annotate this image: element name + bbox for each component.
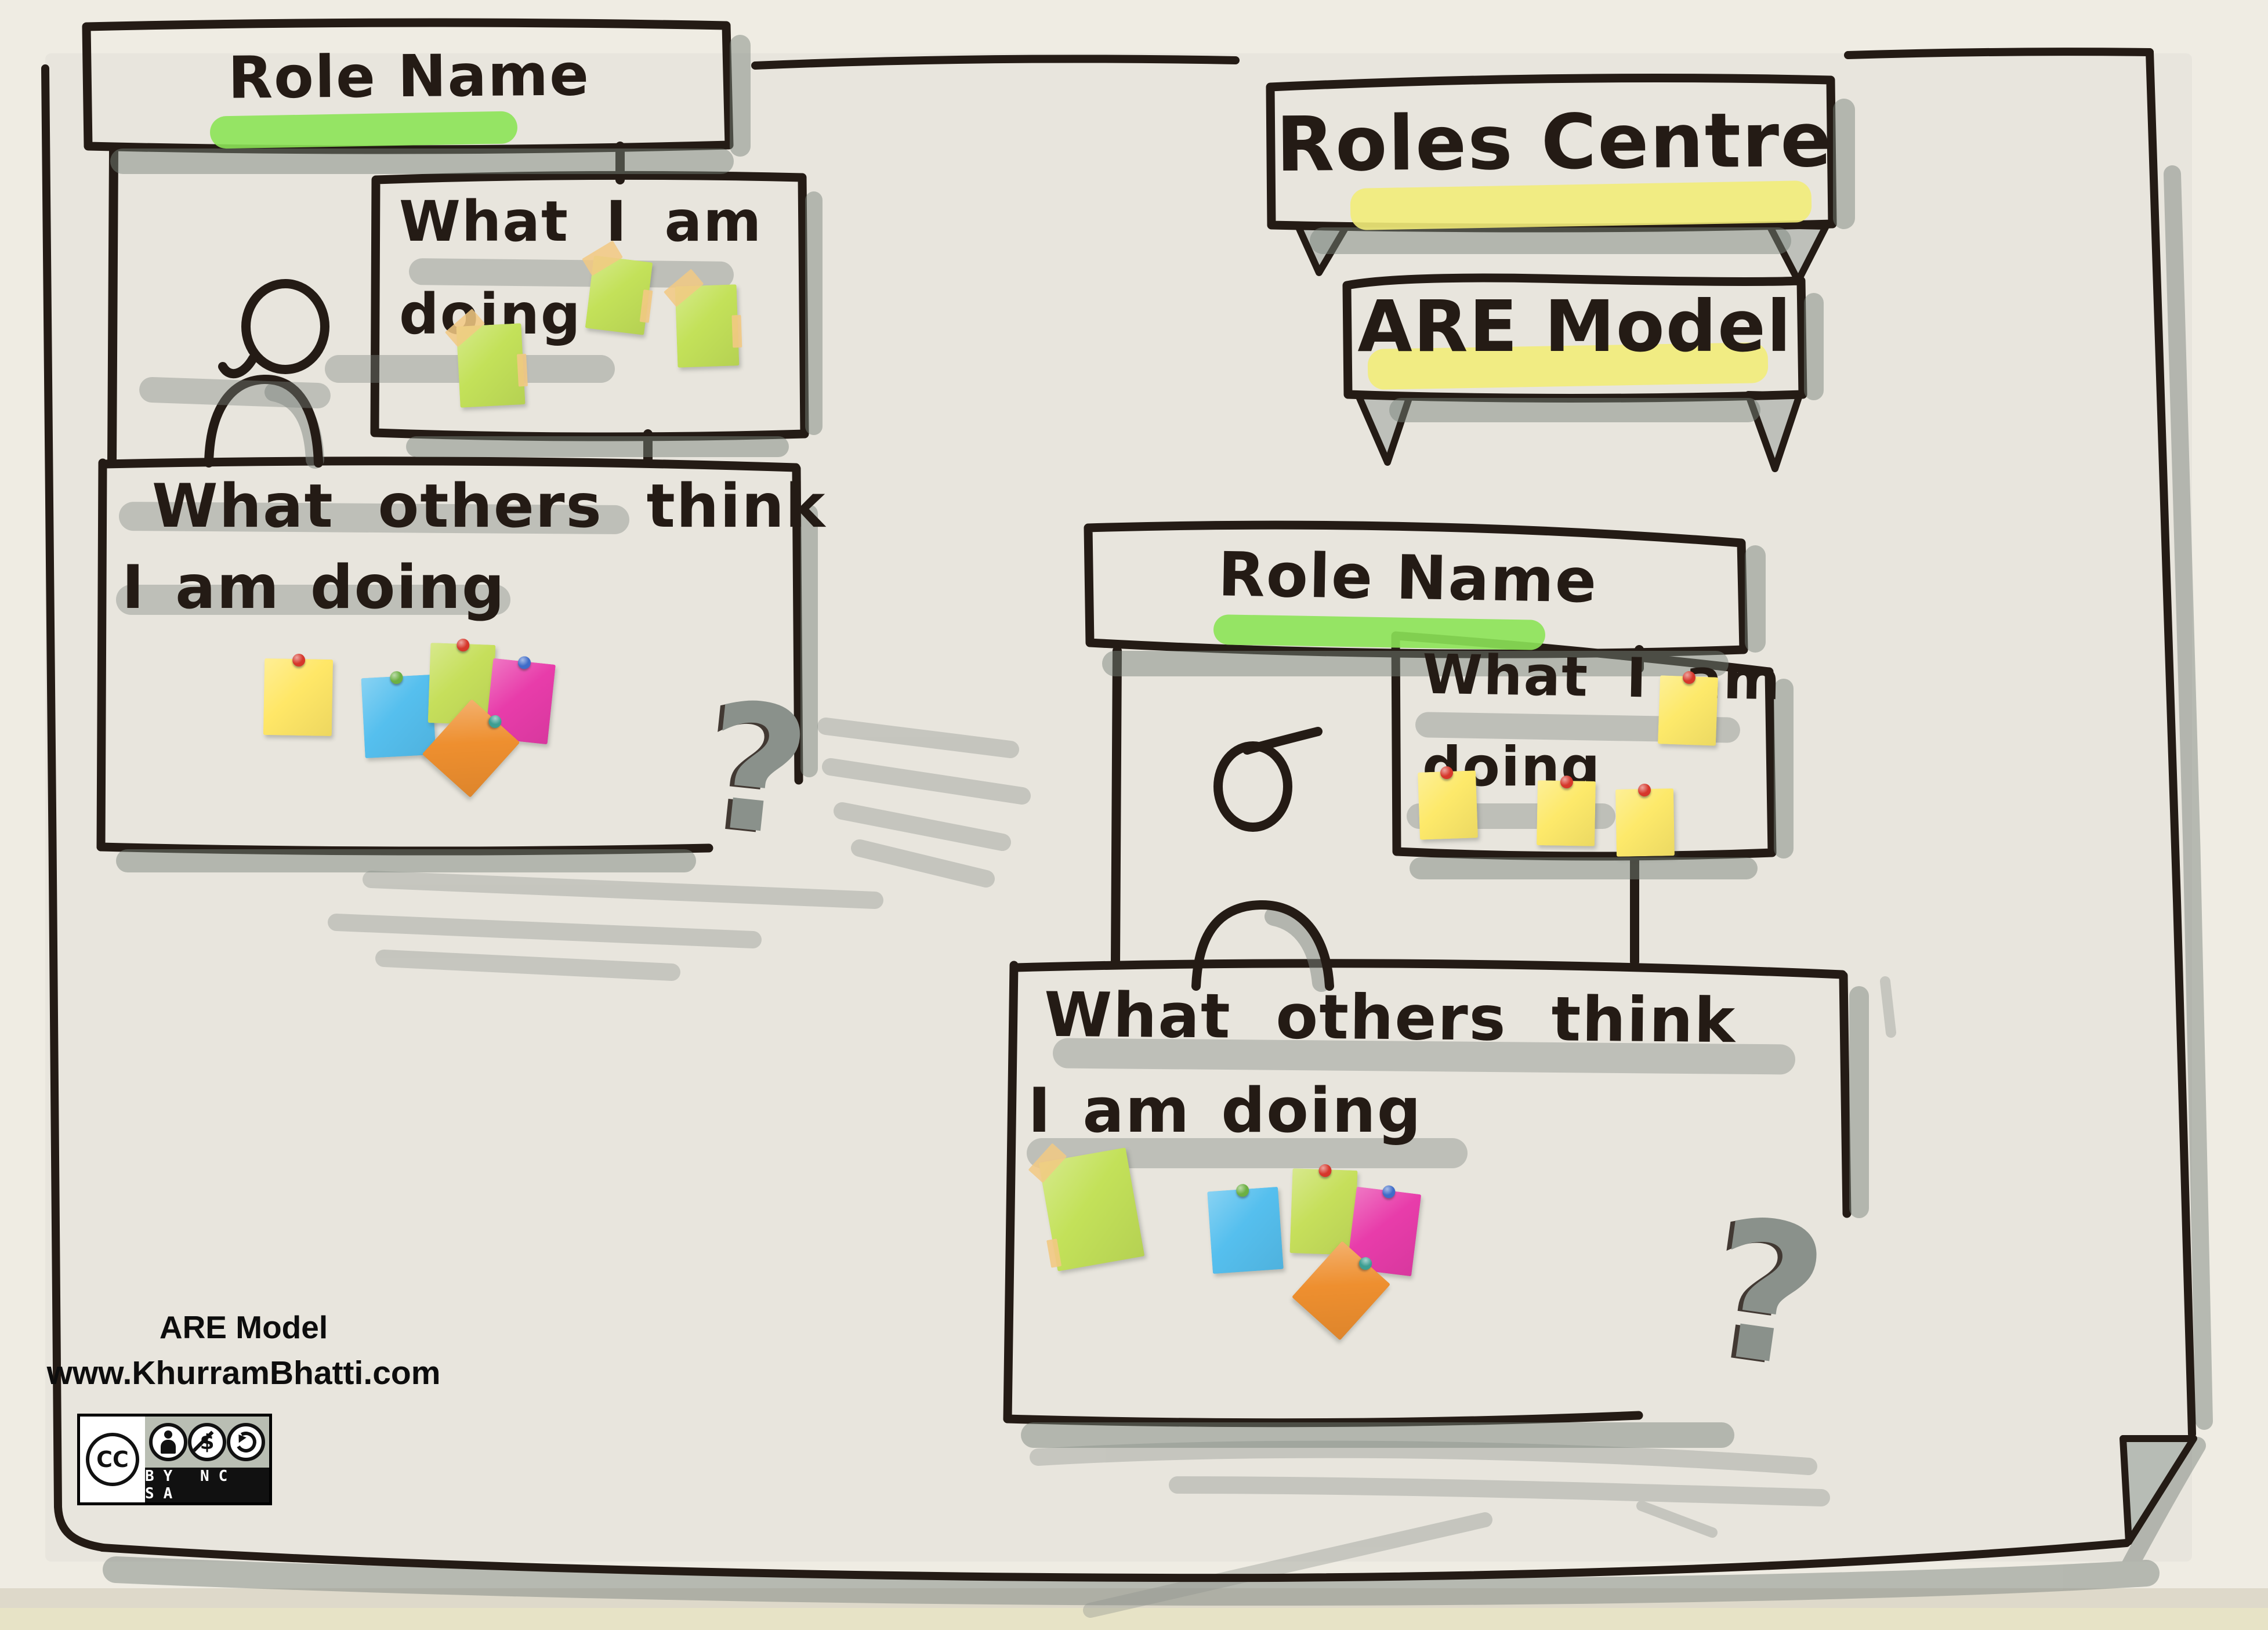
push-pin-icon (1637, 783, 1651, 797)
sticky-note (1537, 775, 1596, 846)
left-person-icon (204, 279, 329, 469)
shadow-band (406, 436, 789, 457)
shadow-band (1102, 651, 1729, 676)
left-role-name-box-outline (82, 18, 734, 154)
cc-license-badge: CC $ BY NC SA (77, 1414, 272, 1505)
shadow-band (110, 148, 734, 174)
left-what-others-box-bottom (96, 842, 713, 856)
box-outlines (82, 18, 1852, 1428)
left-what-others-title-line2: I am doing (122, 553, 506, 622)
push-pin-icon (456, 638, 470, 652)
sticky-note (1657, 671, 1719, 746)
push-pin-icon (1682, 671, 1696, 684)
sticky-note (582, 240, 653, 335)
cc-license-terms: BY NC SA (145, 1468, 269, 1502)
left-what-others-title-line1: What others think (152, 472, 827, 541)
non-commercial-icon: $ (187, 1423, 226, 1461)
are-model-box-outline (1342, 273, 1807, 403)
shadow-band (1310, 227, 1791, 254)
right-role-name-label: Role Name (1217, 539, 1599, 617)
question-mark: ? (696, 664, 818, 876)
shadow-band (1021, 1422, 1734, 1448)
push-pin-icon (1318, 1164, 1332, 1178)
attribution-person-icon (148, 1423, 187, 1461)
shadow-band (1389, 398, 1760, 422)
marker-scribbles (328, 718, 1896, 1618)
left-what-doing-title-line1: What I am (399, 189, 763, 254)
push-pin-icon (1560, 775, 1574, 789)
page-fold-corner-icon (2120, 1435, 2197, 1545)
cc-icon: CC (86, 1433, 139, 1486)
shadow-band (805, 191, 823, 435)
left-what-others-box-left (96, 458, 107, 852)
push-pin-icon (1440, 766, 1454, 780)
cc-logo-section: CC (80, 1417, 145, 1502)
text-shadow (116, 585, 510, 615)
push-pin-icon (389, 671, 404, 684)
green-highlight (209, 111, 518, 149)
tape-icon (731, 315, 742, 348)
right-what-others-box-bottom (1003, 1411, 1643, 1428)
shadow-band (730, 35, 751, 157)
connector-lines (107, 142, 1644, 968)
cc-license-icons: $ (145, 1417, 269, 1468)
page-border (41, 48, 2196, 1582)
left-what-doing-box-outline (370, 171, 809, 441)
right-what-others-box-top (1012, 959, 1847, 979)
sticky-note (664, 269, 742, 368)
are-model-banner-label: ARE Model (1357, 285, 1792, 368)
shadow-band (1849, 986, 1869, 1218)
sticky-note (361, 671, 436, 759)
footer-title: ARE Model (159, 1309, 328, 1345)
footer-website: www.KhurramBhatti.com (46, 1354, 441, 1392)
shadow-band (1410, 857, 1758, 879)
shadow-band (800, 505, 818, 777)
sticky-note (263, 653, 334, 737)
right-what-others-title-line2: I am doing (1028, 1075, 1422, 1146)
sticky-note (445, 309, 528, 408)
right-what-others-title-line1: What others think (1044, 979, 1737, 1057)
share-alike-icon (227, 1423, 266, 1461)
right-what-others-box-right (1839, 971, 1852, 1218)
shadow-band (116, 849, 696, 872)
roles-centre-banner-label: Roles Centre (1276, 95, 1833, 189)
push-pin-icon (292, 653, 306, 667)
page-shadow (103, 165, 2213, 1606)
sticky-note (1418, 766, 1478, 840)
sticky-note (1028, 1143, 1145, 1272)
push-pin-icon (1236, 1183, 1249, 1197)
right-what-others-box-left (1003, 961, 1019, 1423)
tape-icon (517, 353, 528, 387)
sticky-note (1289, 1164, 1358, 1255)
left-what-others-box-right (792, 464, 803, 785)
shadow-band (1745, 545, 1766, 653)
sticky-note (1615, 783, 1675, 857)
shadow-band (1804, 293, 1824, 400)
right-what-doing-title-line1: What I am (1422, 643, 1782, 713)
right-person-icon (1191, 727, 1334, 992)
table-surface-edge (0, 1608, 2268, 1630)
sticky-note (1207, 1183, 1284, 1274)
shadow-band (1774, 679, 1794, 859)
yellow-highlight (1350, 180, 1812, 230)
left-role-name-label: Role Name (227, 41, 590, 112)
right-role-name-box-outline (1084, 520, 1748, 658)
shadow-band (1833, 99, 1855, 229)
